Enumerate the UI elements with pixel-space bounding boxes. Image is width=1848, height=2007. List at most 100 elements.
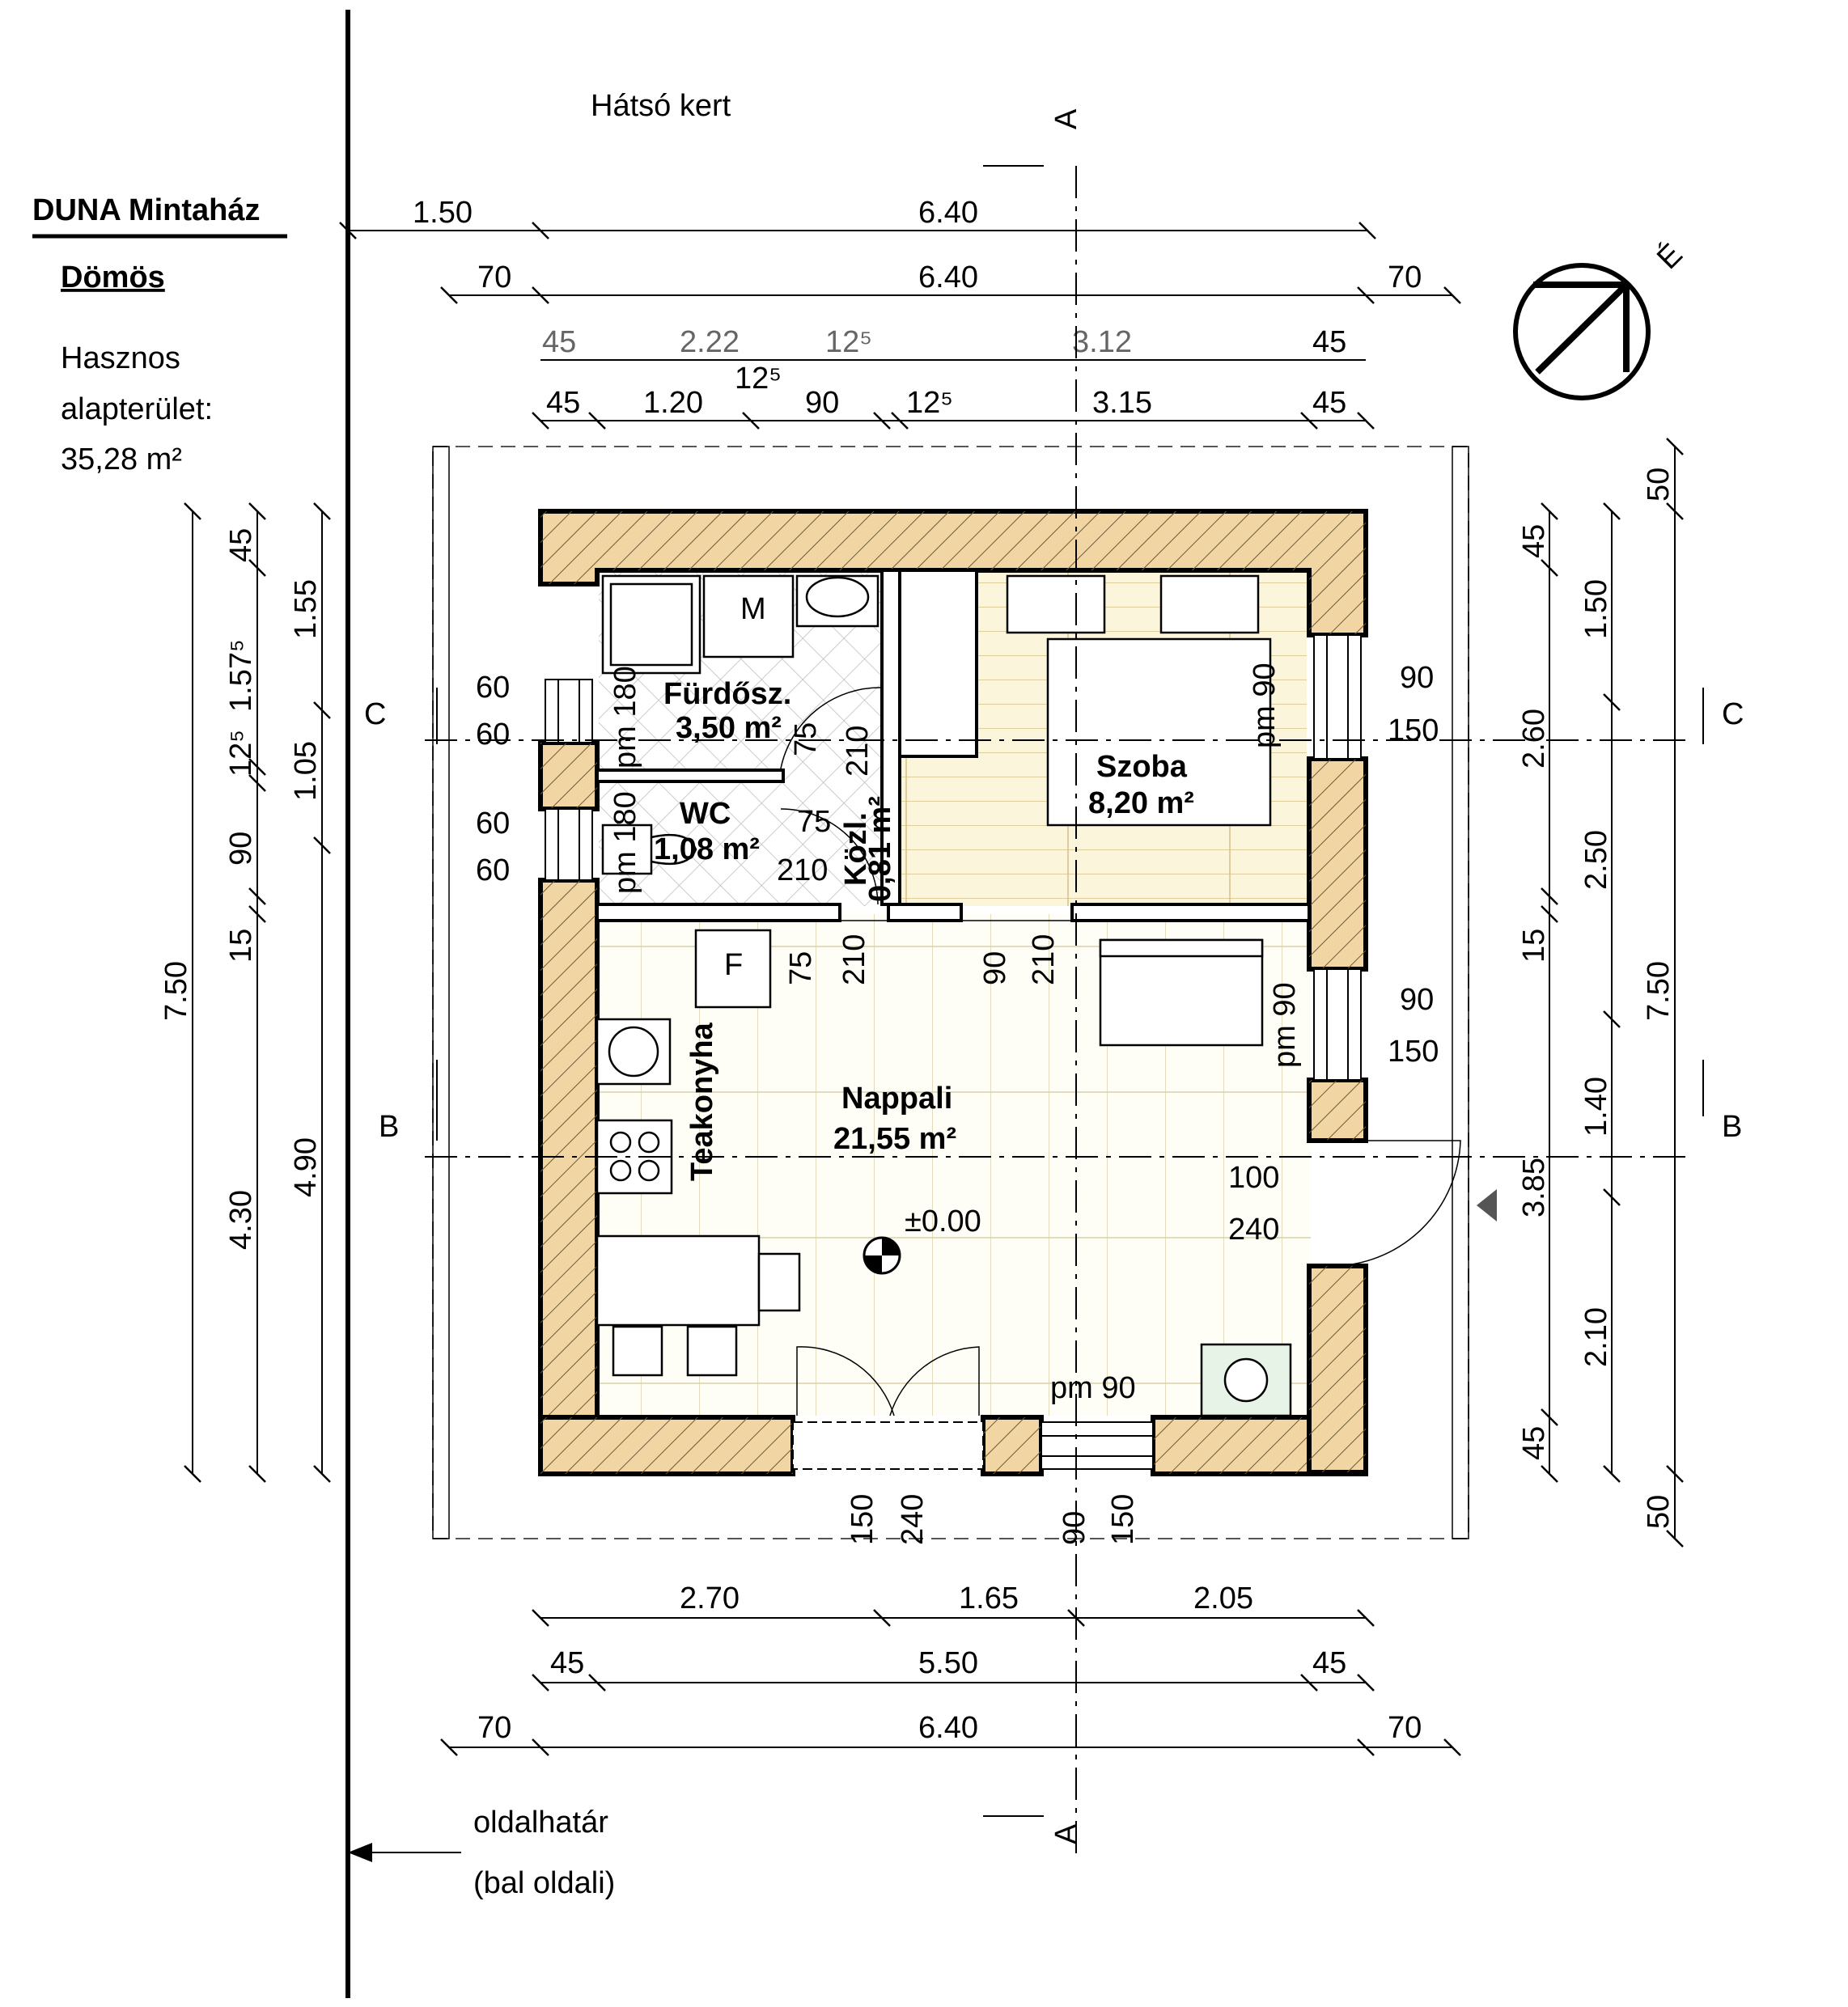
boundary-label-1: oldalhatár (473, 1806, 608, 1840)
win-dim-12: 240 (896, 1494, 930, 1545)
dim-top4-7: 45 (1312, 386, 1346, 420)
dim-left-mid-5: 15 (224, 929, 258, 963)
door-dim-8: 210 (837, 934, 871, 985)
win-dim-9: 100 (1228, 1161, 1279, 1195)
dim-bottom1-3: 2.05 (1193, 1581, 1253, 1615)
door-dim-4: 210 (841, 726, 875, 777)
dim-bottom2-2: 5.50 (918, 1646, 978, 1680)
sofa (1099, 938, 1264, 1047)
dim-left-inner-1: 1.55 (289, 579, 323, 639)
wc-name: WC (680, 797, 731, 831)
dim-right-mid-3: 1.40 (1579, 1077, 1613, 1137)
dim-top4-5: 12⁵ (906, 386, 953, 420)
win-dim-1: 60 (476, 671, 510, 705)
dim-left-inner-2: 1.05 (289, 741, 323, 801)
dim-bottom2-1: 45 (550, 1646, 584, 1680)
level-label: ±0.00 (905, 1205, 981, 1238)
door-dim-7: 75 (784, 951, 818, 985)
project-title: DUNA Mintaház (32, 193, 260, 227)
door-dim-12: pm 90 (1268, 982, 1302, 1068)
dim-top4-1: 45 (546, 386, 580, 420)
dim-left-mid-6: 4.30 (224, 1190, 258, 1250)
section-c-right: C (1722, 697, 1744, 731)
dim-left-mid-3: 12⁵ (224, 730, 258, 777)
boundary-label-2: (bal oldali) (473, 1866, 615, 1900)
dim-bottom2-3: 45 (1312, 1646, 1346, 1680)
dim-bottom3-3: 70 (1388, 1711, 1422, 1745)
dim-top4-2: 1.20 (643, 386, 703, 420)
door-dim-10: 210 (1027, 934, 1061, 985)
dim-bottom3-1: 70 (477, 1711, 511, 1745)
bathroom-area: 3,50 m² (676, 711, 782, 745)
win-dim-6: 150 (1388, 713, 1439, 747)
dim-bottom3-2: 6.40 (918, 1711, 978, 1745)
dim-right-outer-3: 50 (1642, 1495, 1676, 1529)
dim-right-outer-1: 50 (1642, 468, 1676, 502)
dim-top2-3: 70 (1388, 260, 1422, 294)
dim-left-mid-1: 45 (224, 528, 258, 562)
dim-top1-2: 6.40 (918, 196, 978, 230)
living-name: Nappali (841, 1082, 952, 1116)
section-b-right: B (1722, 1110, 1742, 1144)
dim-right-mid-2: 2.50 (1579, 830, 1613, 890)
dim-left-mid-2: 1.57⁵ (224, 639, 258, 712)
doors (780, 687, 1461, 1416)
door-dim-9: 90 (978, 951, 1012, 985)
table (596, 1234, 761, 1327)
dim-right-inner-5: 45 (1517, 1426, 1551, 1460)
toilet (601, 824, 697, 875)
dim-top1-1: 1.50 (413, 196, 473, 230)
living-area: 21,55 m² (833, 1122, 956, 1156)
dim-bottom1-2: 1.65 (959, 1581, 1019, 1615)
dim-right-mid-1: 1.50 (1579, 579, 1613, 639)
hall-name: Közl. (839, 812, 873, 886)
fridge-label: F (724, 948, 743, 982)
dimension-lines (184, 222, 1684, 1862)
section-c-left: C (364, 697, 386, 731)
wc-area: 1,08 m² (654, 832, 760, 866)
project-name: Dömös (61, 260, 165, 294)
dim-right-outer-2: 7.50 (1642, 961, 1676, 1021)
interior-walls (596, 569, 1311, 922)
door-dim-5: 75 (797, 805, 831, 839)
washing-machine (702, 574, 795, 658)
win-dim-7: 90 (1400, 983, 1434, 1017)
door-dim-1: pm 180 (608, 666, 642, 769)
bedroom-name: Szoba (1096, 750, 1188, 784)
back-garden-label: Hátsó kert (591, 89, 731, 123)
door-dim-13: pm 90 (1050, 1371, 1136, 1405)
dim-right-inner-4: 3.85 (1517, 1158, 1551, 1217)
dim-top2-2: 6.40 (918, 260, 978, 294)
door-dim-6: 210 (777, 853, 828, 887)
washer-label: M (740, 592, 766, 626)
dim-top2-1: 70 (477, 260, 511, 294)
win-dim-10: 240 (1228, 1213, 1279, 1247)
dim-top3-3: 12⁵ (825, 325, 872, 359)
hall-area: 0,81 m² (863, 796, 897, 902)
section-a-top: A (1049, 108, 1083, 129)
dim-top3-1: 45 (542, 325, 576, 359)
bathroom-name: Fürdősz. (663, 677, 791, 711)
win-dim-14: 150 (1106, 1494, 1140, 1545)
win-dim-11: 150 (846, 1494, 879, 1545)
dim-top4-6: 3.15 (1092, 386, 1152, 420)
win-dim-2: 60 (476, 718, 510, 752)
win-dim-13: 90 (1058, 1511, 1091, 1545)
dim-right-inner-1: 45 (1517, 524, 1551, 558)
windows (545, 634, 1362, 1470)
north-arrow: É (1513, 237, 1689, 400)
section-lines (425, 165, 1704, 1861)
dim-top3-2: 2.22 (680, 325, 740, 359)
north-label: É (1650, 237, 1689, 276)
door-dim-3: 75 (789, 722, 823, 756)
dim-top3-4: 3.12 (1072, 325, 1132, 359)
level-marker (863, 1236, 901, 1275)
fixtures (596, 574, 1292, 1417)
area-label-2: alapterület: (61, 392, 213, 426)
kitchen-name: Teakonyha (685, 1022, 719, 1181)
dim-top3-5: 45 (1312, 325, 1346, 359)
dim-right-inner-3: 15 (1517, 929, 1551, 963)
dim-left-mid-4: 90 (224, 832, 258, 866)
section-b-left: B (379, 1110, 399, 1144)
